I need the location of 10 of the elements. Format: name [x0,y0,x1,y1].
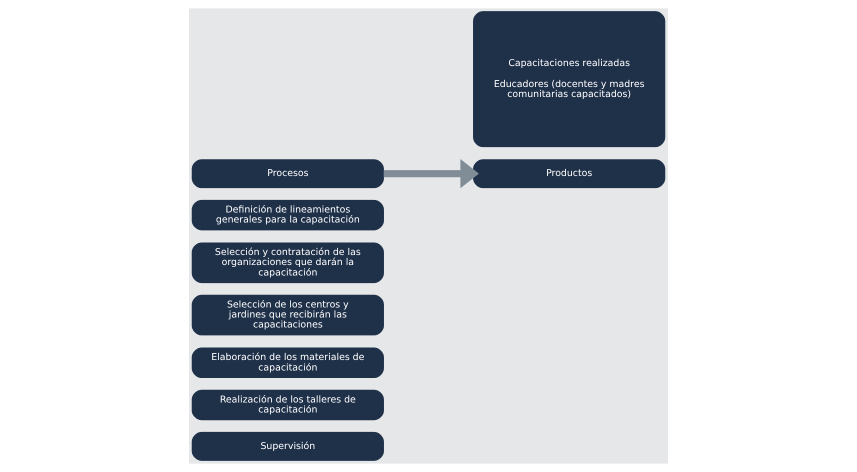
node-box: Productos [473,159,666,188]
node-box: Definición de lineamientos generales para la capacitación [192,200,384,230]
node-box: Realización de los talleres de capacitación [192,390,384,420]
node-box: Elaboración de los materiales de capacitación [192,348,384,378]
node-box: Selección y contratación de las organizaciones que darán la capacitación [192,242,384,284]
node-box: Selección de los centros y jardines que recibirán las capacitaciones [192,294,384,336]
node-box: Supervisión [192,432,384,461]
node-box: Capacitaciones realizadas Educadores (docentes y madres comunitarias capacitados) [473,11,666,148]
node-box: Procesos [192,159,384,188]
arrow [384,159,479,188]
